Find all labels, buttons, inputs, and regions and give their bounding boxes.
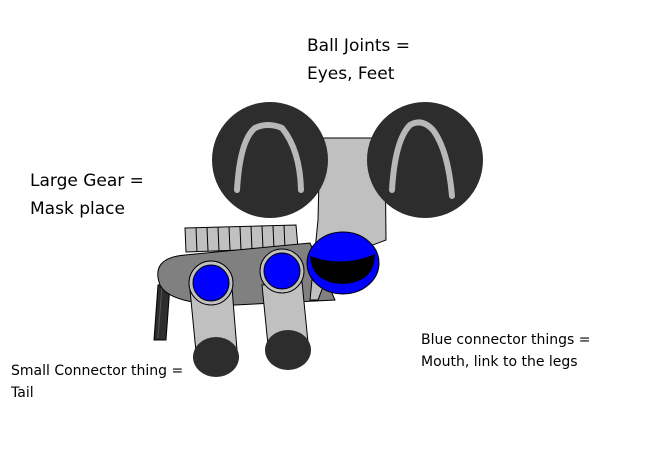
ball-joint-eye-left	[212, 102, 328, 218]
label-small-connector-line1: Small Connector thing =	[11, 363, 184, 379]
label-large-gear-line2: Mask place	[30, 199, 125, 219]
ball-joint-eye-right	[367, 102, 483, 218]
label-ball-joints: Ball Joints = Eyes, Feet	[307, 32, 410, 88]
label-blue-connector: Blue connector things = Mouth, link to t…	[421, 329, 591, 373]
blue-connector-leg-1	[188, 260, 234, 306]
large-gear	[184, 224, 299, 253]
label-ball-joints-line2: Eyes, Feet	[307, 64, 395, 84]
label-ball-joints-line1: Ball Joints =	[307, 36, 411, 56]
label-small-connector-line2: Tail	[11, 385, 34, 401]
label-large-gear: Large Gear = Mask place	[30, 167, 144, 223]
label-blue-connector-line2: Mouth, link to the legs	[421, 354, 578, 370]
front-leg-left	[189, 287, 239, 377]
blue-connector-leg-2	[259, 248, 305, 294]
label-large-gear-line1: Large Gear =	[30, 171, 144, 191]
body	[157, 242, 336, 306]
back-leg-right	[261, 281, 311, 370]
label-small-connector: Small Connector thing = Tail	[11, 360, 183, 404]
blue-connector-mouth	[306, 231, 380, 295]
label-blue-connector-line1: Blue connector things =	[421, 332, 591, 348]
